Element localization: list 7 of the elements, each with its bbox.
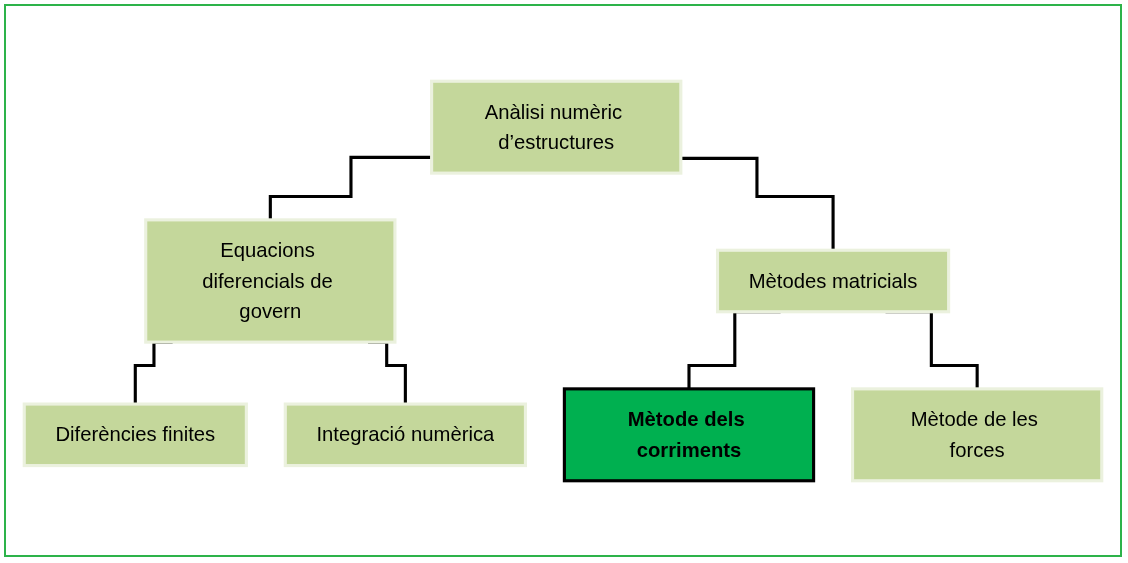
- node-box: Anàlisi numèric d’estructures: [430, 79, 683, 175]
- node-box: Diferències finites: [22, 402, 248, 467]
- node-box: Mètode de les forces: [851, 386, 1104, 482]
- node-box: Mètode dels corriments: [562, 386, 816, 482]
- node-box: Integració numèrica: [283, 402, 527, 467]
- node-box: Equacions diferencials de govern: [144, 217, 397, 344]
- node-box: Mètodes matricials: [715, 248, 951, 313]
